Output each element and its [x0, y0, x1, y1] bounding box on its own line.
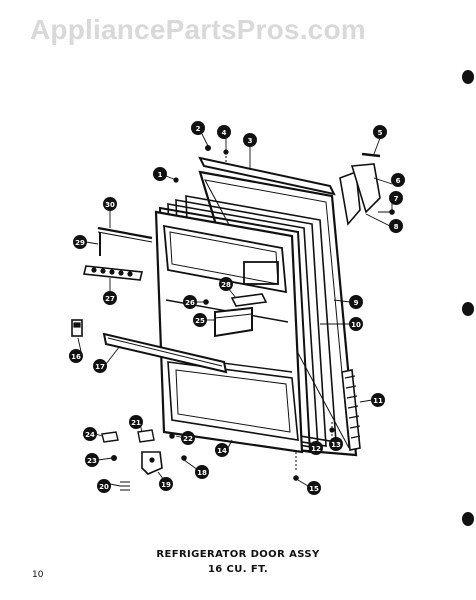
callout-15: 15: [307, 481, 321, 495]
svg-text:1: 1: [158, 171, 163, 179]
top-hinge-bracket: [339, 163, 381, 226]
callout-24: 24: [83, 427, 97, 441]
svg-text:30: 30: [105, 201, 115, 209]
svg-text:20: 20: [99, 483, 109, 491]
svg-text:5: 5: [378, 129, 383, 137]
callout-9: 9: [349, 295, 363, 309]
page-number: 10: [32, 570, 44, 580]
callout-8: 8: [389, 219, 403, 233]
screw-18: [181, 455, 187, 461]
bottom-hinge-bracket: [141, 451, 163, 475]
callout-23: 23: [85, 453, 99, 467]
callout-19: 19: [159, 477, 173, 491]
svg-text:23: 23: [87, 457, 97, 465]
door-clip: [71, 319, 83, 337]
svg-text:14: 14: [217, 447, 227, 455]
svg-text:17: 17: [95, 363, 105, 371]
svg-text:29: 29: [75, 239, 85, 247]
diagram-subtitle: 16 CU. FT.: [207, 564, 269, 575]
callout-7: 7: [389, 191, 403, 205]
hinge-screw-7: [378, 209, 395, 215]
callout-22: 22: [181, 431, 195, 445]
hinge-plate-24: [101, 431, 119, 443]
svg-text:22: 22: [183, 435, 193, 443]
svg-text:19: 19: [161, 481, 171, 489]
door-handle-strip: [341, 369, 361, 451]
butter-compartment-door: [214, 306, 253, 338]
callout-16: 16: [69, 349, 83, 363]
diagram-title: REFRIGERATOR DOOR ASSY: [156, 549, 320, 560]
binder-hole-middle: [462, 302, 474, 316]
svg-text:25: 25: [195, 317, 205, 325]
svg-text:10: 10: [351, 321, 361, 329]
svg-text:18: 18: [197, 469, 207, 477]
top-trim-strip: [198, 156, 336, 196]
svg-text:3: 3: [248, 137, 253, 145]
callout-25: 25: [193, 313, 207, 327]
svg-text:6: 6: [396, 177, 401, 185]
callout-3: 3: [243, 133, 257, 147]
door-shelf-bar: [102, 332, 228, 374]
screw-2: [205, 145, 212, 152]
callout-17: 17: [93, 359, 107, 373]
screw-26: [203, 299, 209, 305]
callout-1: 1: [153, 167, 167, 181]
callout-27: 27: [103, 291, 117, 305]
shim-20: [120, 481, 130, 491]
callout-4: 4: [217, 125, 231, 139]
svg-text:11: 11: [373, 397, 383, 405]
svg-text:9: 9: [354, 299, 359, 307]
callout-11: 11: [371, 393, 385, 407]
screw-22: [169, 433, 175, 439]
callout-26: 26: [183, 295, 197, 309]
butter-compartment-cover: [230, 293, 268, 307]
binder-hole-bottom: [462, 512, 474, 526]
callout-12: 12: [309, 441, 323, 455]
callout-20: 20: [97, 479, 111, 493]
svg-text:2: 2: [196, 125, 201, 133]
callout-6: 6: [391, 173, 405, 187]
screw-23: [110, 455, 117, 462]
svg-text:12: 12: [311, 445, 321, 453]
svg-text:16: 16: [71, 353, 81, 361]
svg-text:8: 8: [394, 223, 399, 231]
svg-text:7: 7: [394, 195, 399, 203]
callout-5: 5: [373, 125, 387, 139]
callout-2: 2: [191, 121, 205, 135]
callout-21: 21: [129, 415, 143, 429]
svg-text:13: 13: [331, 441, 341, 449]
callout-28: 28: [219, 277, 233, 291]
callout-30: 30: [103, 197, 117, 211]
svg-text:24: 24: [85, 431, 95, 439]
binder-hole-top: [462, 70, 474, 84]
hinge-plate-21: [137, 429, 155, 443]
callout-29: 29: [73, 235, 87, 249]
callout-10: 10: [349, 317, 363, 331]
screw-15: [293, 475, 299, 481]
svg-text:26: 26: [185, 299, 195, 307]
egg-tray: [83, 265, 143, 281]
svg-text:21: 21: [131, 419, 141, 427]
callout-14: 14: [215, 443, 229, 457]
svg-text:27: 27: [105, 295, 115, 303]
svg-text:15: 15: [309, 485, 319, 493]
callout-13: 13: [329, 437, 343, 451]
svg-text:28: 28: [221, 281, 231, 289]
shelf-rail: [97, 226, 153, 243]
hinge-pin-5: [361, 152, 381, 158]
svg-text:4: 4: [222, 129, 227, 137]
watermark: AppliancePartsPros.com: [30, 14, 366, 45]
callout-18: 18: [195, 465, 209, 479]
